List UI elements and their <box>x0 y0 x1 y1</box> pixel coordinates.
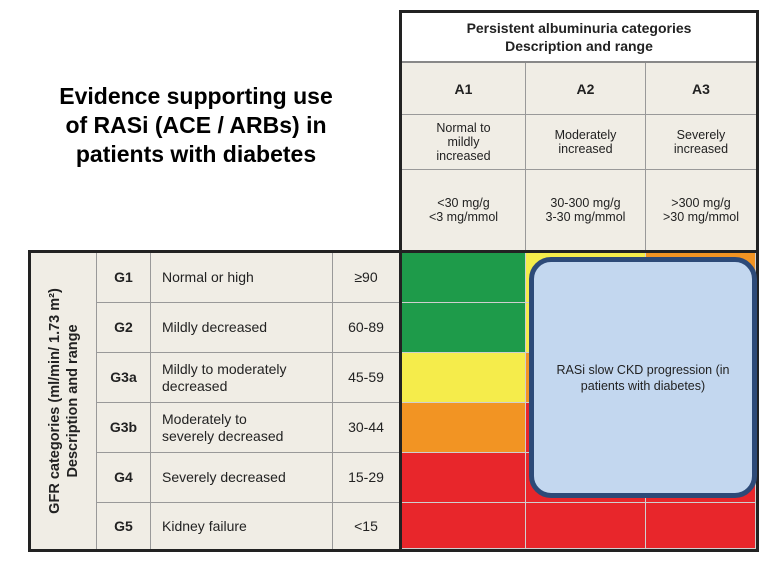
gfr-desc-g1: Normal or high <box>151 253 333 303</box>
heat-cell-g4-a1 <box>402 453 526 503</box>
gfr-desc-g5: Kidney failure <box>151 503 333 549</box>
albuminuria-range-a3: >300 mg/g >30 mg/mmol <box>646 170 756 250</box>
albuminuria-header-title: Persistent albuminuria categories Descri… <box>402 13 756 63</box>
gfr-range-g5: <15 <box>333 503 399 549</box>
gfr-desc-g4: Severely decreased <box>151 453 333 503</box>
albuminuria-desc-a1: Normal to mildly increased <box>402 115 526 170</box>
albuminuria-code-a1: A1 <box>402 63 526 115</box>
heat-cell-g1-a1 <box>402 253 526 303</box>
albuminuria-code-a2: A2 <box>526 63 646 115</box>
gfr-range-g3b: 30-44 <box>333 403 399 453</box>
gfr-range-g2: 60-89 <box>333 303 399 353</box>
rasi-overlay-text: RASi slow CKD progression (in patients w… <box>556 362 730 393</box>
gfr-desc-g3b: Moderately to severely decreased <box>151 403 333 453</box>
gfr-label-column <box>31 253 97 549</box>
heat-cell-g5-a1 <box>402 503 526 549</box>
gfr-code-g1: G1 <box>97 253 151 303</box>
heat-cell-g5-a2 <box>526 503 646 549</box>
albuminuria-desc-a2: Moderately increased <box>526 115 646 170</box>
gfr-axis-label: GFR categories (ml/min/ 1.73 m²) Descrip… <box>47 288 81 514</box>
gfr-range-g4: 15-29 <box>333 453 399 503</box>
gfr-desc-g2: Mildly decreased <box>151 303 333 353</box>
albuminuria-code-a3: A3 <box>646 63 756 115</box>
gfr-code-g4: G4 <box>97 453 151 503</box>
rasi-overlay-box: RASi slow CKD progression (in patients w… <box>529 257 757 498</box>
page-title: Evidence supporting use of RASi (ACE / A… <box>59 83 333 167</box>
albuminuria-range-a2: 30-300 mg/g 3-30 mg/mmol <box>526 170 646 250</box>
gfr-range-g3a: 45-59 <box>333 353 399 403</box>
gfr-code-g3a: G3a <box>97 353 151 403</box>
gfr-code-g2: G2 <box>97 303 151 353</box>
albuminuria-range-a1: <30 mg/g <3 mg/mmol <box>402 170 526 250</box>
heat-cell-g3a-a1 <box>402 353 526 403</box>
heat-cell-g5-a3 <box>646 503 756 549</box>
gfr-desc-g3a: Mildly to moderately decreased <box>151 353 333 403</box>
heat-cell-g3b-a1 <box>402 403 526 453</box>
heat-cell-g2-a1 <box>402 303 526 353</box>
gfr-range-g1: ≥90 <box>333 253 399 303</box>
gfr-code-g5: G5 <box>97 503 151 549</box>
gfr-code-g3b: G3b <box>97 403 151 453</box>
heatmap-frame <box>399 250 759 552</box>
albuminuria-desc-a3: Severely increased <box>646 115 756 170</box>
